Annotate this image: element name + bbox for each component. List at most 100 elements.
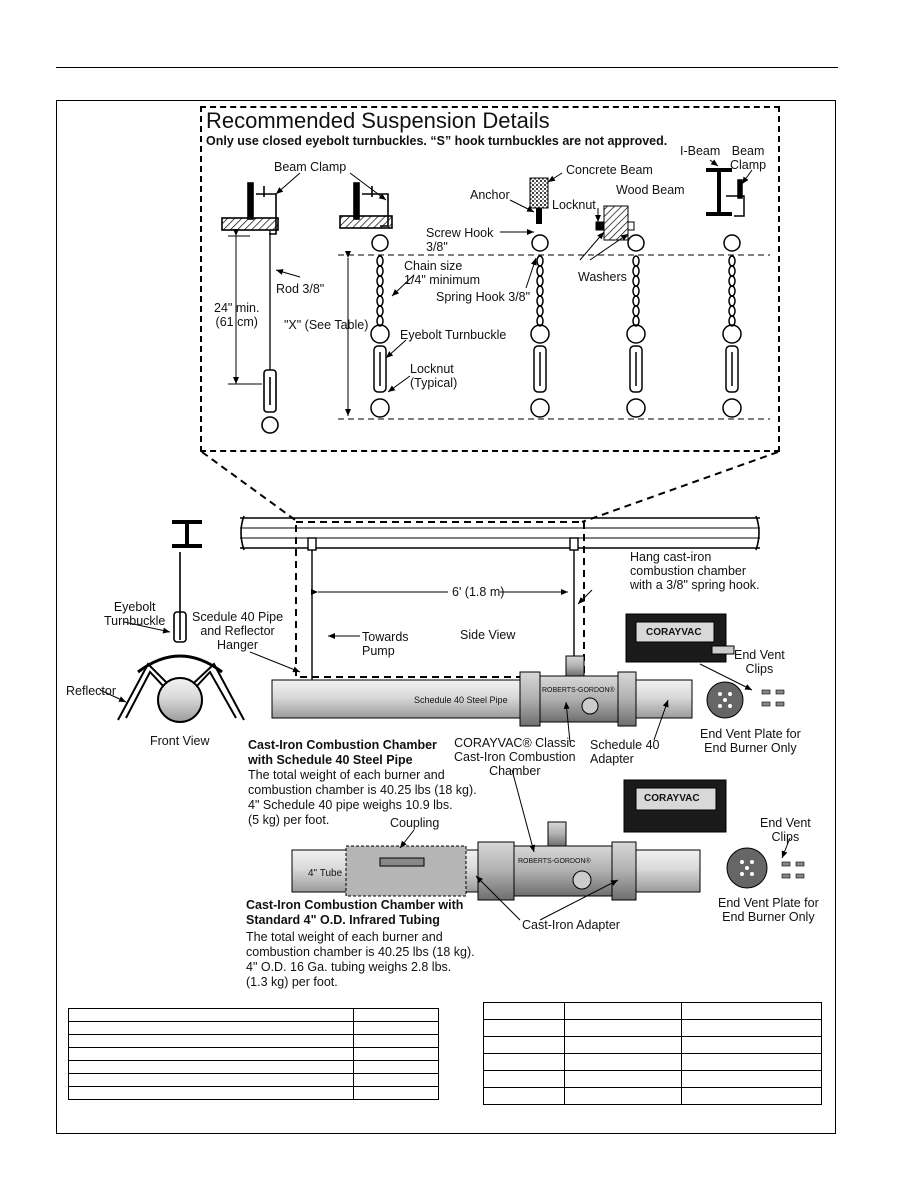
schedule40-assembly — [271, 613, 744, 727]
label-i-beam: I-Beam — [680, 144, 721, 158]
chain-link — [376, 295, 384, 307]
front-view-beam — [172, 520, 202, 643]
chain-link — [376, 315, 384, 327]
chain-ring — [530, 324, 550, 344]
chain-ring — [531, 234, 549, 252]
label-four-tube: 4" Tube — [308, 868, 343, 879]
label-end-vent-clips-2: End Vent Clips — [760, 816, 811, 844]
chain-link — [632, 275, 640, 287]
label-spring-hook: Spring Hook 3/8" — [436, 290, 531, 304]
left-table — [68, 1008, 439, 1100]
chain-link — [536, 315, 544, 327]
chain-link — [632, 295, 640, 307]
label-locknut-typical: Locknut (Typical) — [410, 362, 458, 390]
chain-link — [728, 315, 736, 327]
chain-ring — [626, 398, 646, 418]
chain-link — [728, 255, 736, 267]
turnbuckle — [533, 345, 547, 393]
chain-link — [632, 315, 640, 327]
chain-ring — [371, 234, 389, 252]
section1-heading: Cast-Iron Combustion Chamber with Schedu… — [248, 738, 437, 767]
i-beam — [706, 168, 745, 217]
label-beam-clamp: Beam Clamp — [274, 160, 347, 174]
chain-link — [376, 265, 384, 277]
label-end-vent-clips: End Vent Clips — [734, 648, 785, 676]
chain-link — [536, 285, 544, 297]
chain-ring — [530, 398, 550, 418]
chain-link — [536, 275, 544, 287]
label-24-min: 24" min. (61 cm) — [214, 301, 260, 329]
label-rod: Rod 3/8" — [276, 282, 325, 296]
leader-lines — [99, 159, 791, 921]
label-screw-hook: Screw Hook 3/8" — [426, 226, 494, 254]
label-end-vent-plate-2: End Vent Plate for End Burner Only — [718, 896, 819, 924]
chain-link — [376, 285, 384, 297]
chain-link — [536, 255, 544, 267]
label-concrete-beam: Concrete Beam — [566, 163, 653, 177]
beam-clamp-2 — [339, 182, 393, 229]
chain-ring — [723, 234, 741, 252]
label-beam-clamp-2: Beam Clamp — [730, 144, 767, 172]
chain-link — [728, 295, 736, 307]
chain-ring — [627, 234, 645, 252]
beam-clamp-1 — [221, 182, 279, 434]
chain-link — [376, 255, 384, 267]
dim-24-min — [228, 229, 262, 385]
turnbuckle — [725, 345, 739, 393]
chain-link — [536, 305, 544, 317]
chain-link — [728, 285, 736, 297]
label-schedule40-adapter: Schedule 40 Adapter — [590, 738, 660, 766]
chain-link — [632, 305, 640, 317]
label-roberts-gordon-2: ROBERTS-GORDON® — [518, 858, 591, 865]
label-corayvac-classic: CORAYVAC® Classic Cast-Iron Combustion C… — [454, 736, 576, 778]
label-washers: Washers — [578, 270, 627, 284]
label-chain-size: Chain size 1/4" minimum — [404, 259, 480, 287]
chain-link — [376, 305, 384, 317]
label-end-vent-plate: End Vent Plate for End Burner Only — [700, 727, 801, 755]
section1-body: The total weight of each burner and comb… — [248, 768, 477, 827]
turnbuckle — [629, 345, 643, 393]
label-corayvac-brand: CORAYVAC — [646, 627, 702, 638]
concrete-beam — [529, 177, 549, 224]
turnbuckle — [373, 345, 387, 393]
chain-link — [536, 295, 544, 307]
chain-link — [728, 275, 736, 287]
chain-ring — [722, 398, 742, 418]
label-eyebolt-turnbuckle: Eyebolt Turnbuckle — [400, 328, 507, 342]
tube-assembly — [291, 779, 768, 901]
label-cast-iron-adapter: Cast-Iron Adapter — [522, 918, 620, 932]
end-vent-clips — [761, 689, 805, 879]
chain-ring — [722, 324, 742, 344]
chain-link — [632, 265, 640, 277]
label-reflector: Reflector — [66, 684, 117, 698]
chain-link — [728, 305, 736, 317]
label-roberts-gordon: ROBERTS-GORDON® — [542, 687, 615, 694]
suspension-detail-box — [200, 106, 780, 452]
label-wood-beam: Wood Beam — [616, 183, 685, 197]
side-view-beam — [240, 515, 760, 551]
label-coupling: Coupling — [390, 816, 440, 830]
label-towards-pump: Towards Pump — [362, 630, 409, 658]
label-six-feet: 6' (1.8 m) — [452, 585, 505, 599]
label-eyebolt-turnbuckle-2: Eyebolt Turnbuckle — [104, 600, 166, 628]
header-rule — [56, 67, 838, 68]
section2-heading: Cast-Iron Combustion Chamber with Standa… — [246, 898, 464, 927]
reference-lines — [338, 254, 770, 420]
label-sched40-steel-pipe: Schedule 40 Steel Pipe — [414, 695, 508, 705]
label-front-view: Front View — [150, 734, 210, 748]
section2-body: The total weight of each burner and comb… — [246, 930, 475, 989]
chain-link — [632, 285, 640, 297]
label-anchor: Anchor — [470, 188, 510, 202]
chain-link — [536, 265, 544, 277]
label-sched40-hanger: Scedule 40 Pipe and Reflector Hanger — [192, 610, 284, 652]
chain-ring — [626, 324, 646, 344]
label-side-view: Side View — [460, 628, 516, 642]
chain-link — [376, 275, 384, 287]
detail-title: Recommended Suspension Details — [206, 108, 550, 133]
label-locknut: Locknut — [552, 198, 596, 212]
reflector-front-view — [117, 654, 245, 723]
chain-columns — [370, 234, 742, 418]
label-hang-note: Hang cast-iron combustion chamber with a… — [630, 550, 760, 592]
detail-subtitle: Only use closed eyebolt turnbuckles. “S”… — [206, 134, 668, 148]
